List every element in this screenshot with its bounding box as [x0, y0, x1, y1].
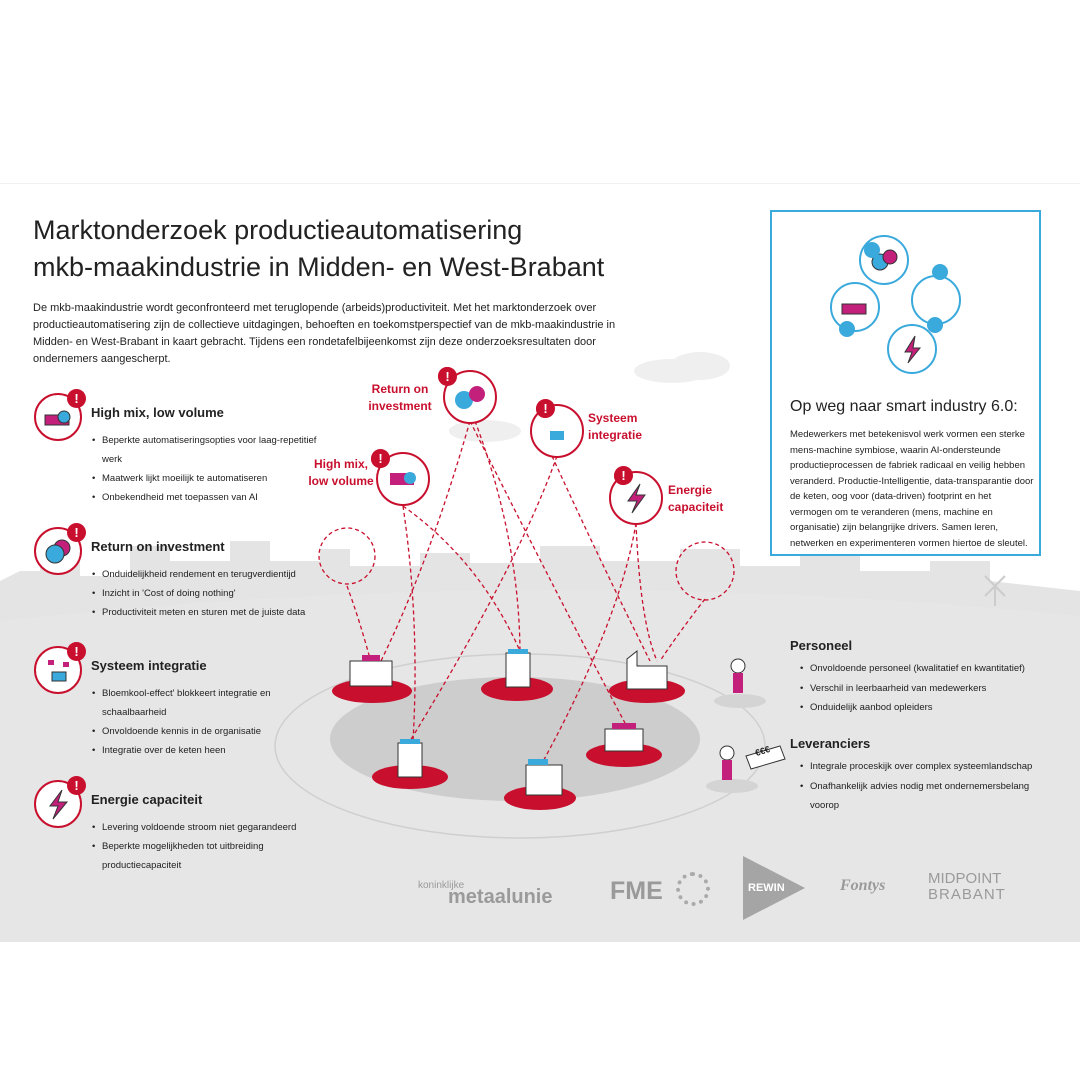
section-title: High mix, low volume — [91, 405, 224, 420]
list-item: Maatwerk lijkt moeilijk te automatiseren — [92, 469, 332, 488]
alert-badge: ! — [67, 389, 86, 408]
smart-industry-text: Medewerkers met betekenisvol werk vormen… — [790, 429, 1034, 549]
list-item: Onvoldoende personeel (kwalitatief en kw… — [800, 659, 1060, 679]
future-circles — [318, 527, 735, 601]
list-item: Integratie over de keten heen — [92, 741, 332, 760]
logo-fontys: Fontys — [840, 877, 886, 894]
logo-metaalunie: metaalunie — [448, 886, 553, 908]
alert-badge: ! — [67, 523, 86, 542]
page-title: Marktonderzoek productieautomatisering mk… — [33, 212, 653, 286]
section-title: Return on investment — [91, 539, 225, 554]
cloud — [449, 420, 521, 442]
fme-sun-icon — [676, 872, 710, 906]
list-item: Onduidelijk aanbod opleiders — [800, 698, 1060, 718]
intro-text: De mkb-maakindustrie wordt geconfronteer… — [33, 302, 616, 365]
list-item: Onbekendheid met toepassen van AI — [92, 488, 332, 507]
scene-label-systeem: Systeem integratie — [588, 411, 643, 442]
list-item: Onvoldoende kennis in de organisatie — [92, 722, 332, 741]
list-item: Beperkte mogelijkheden tot uitbreiding p… — [92, 837, 332, 875]
list-item: Levering voldoende stroom niet gegarande… — [92, 818, 332, 837]
section-title: Personeel — [790, 638, 853, 653]
list-item: Inzicht in 'Cost of doing nothing' — [92, 584, 332, 603]
logo-rewin: REWIN — [748, 882, 785, 894]
scene-label-energie: Energie capaciteit — [668, 483, 724, 514]
factories — [332, 649, 685, 810]
title-line-1: Marktonderzoek productieautomatisering — [33, 215, 523, 245]
smart-industry-box: Op weg naar smart industry 6.0: Medewerk… — [770, 210, 1041, 556]
list-item: Onduidelijkheid rendement en terugverdie… — [92, 565, 332, 584]
list-item: Productiviteit meten en sturen met de ju… — [92, 603, 332, 622]
windmill-icon — [984, 575, 1006, 606]
alert-badge: ! — [67, 776, 86, 795]
section-title: Leveranciers — [790, 736, 871, 751]
network-icon — [34, 646, 82, 694]
list-item: Bloemkool-effect' blokkeert integratie e… — [92, 684, 332, 722]
smart-industry-title: Op weg naar smart industry 6.0: — [790, 398, 1018, 415]
scene-icons — [371, 367, 663, 525]
logo-midpoint-line2: BRABANT — [928, 886, 1006, 903]
logo-metaalunie-small: koninklijke — [418, 880, 465, 891]
title-line-2: mkb-maakindustrie in Midden- en West-Bra… — [33, 252, 605, 282]
list-item: Beperkte automatiseringsopties voor laag… — [92, 431, 332, 469]
alert-badge-hmlv: ! — [371, 449, 390, 468]
list-item: Verschil in leerbaarheid van medewerkers — [800, 679, 1060, 699]
alert-badge-energie: ! — [614, 466, 633, 485]
cycle-icons — [830, 235, 961, 374]
scene-label-roi: Return on investment — [368, 382, 432, 413]
alert-badge-systeem: ! — [536, 399, 555, 418]
section-title: Energie capaciteit — [91, 792, 203, 807]
coins-icon — [34, 527, 82, 575]
section-leveranciers: Leveranciers Integrale proceskijk over c… — [790, 736, 1040, 816]
list-item: Integrale proceskijk over complex systee… — [800, 757, 1040, 777]
section-personeel: Personeel Onvoldoende personeel (kwalita… — [790, 638, 1060, 718]
section-title: Systeem integratie — [91, 658, 207, 673]
people — [706, 658, 786, 793]
list-item: Onafhankelijk advies nodig met onderneme… — [800, 777, 1040, 816]
alert-badge: ! — [67, 642, 86, 661]
rewin-logo-shape — [743, 856, 805, 920]
alert-badge-roi: ! — [438, 367, 457, 386]
logo-midpoint-line1: MIDPOINT — [928, 870, 1002, 887]
logo-fme: FME — [610, 877, 663, 905]
connection-lines — [346, 420, 706, 768]
